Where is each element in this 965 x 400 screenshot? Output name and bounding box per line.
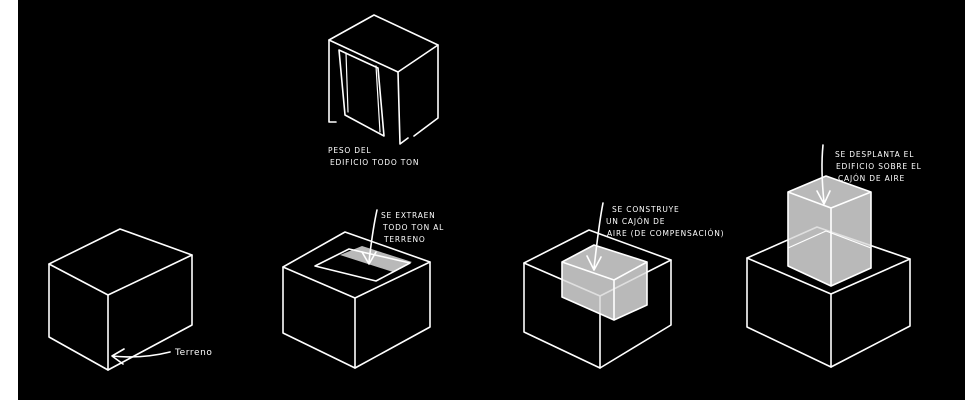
building-top-face [329, 15, 438, 72]
displacement-label-3: CAJÓN DE AIRE [838, 174, 905, 183]
excavation-block [283, 232, 430, 368]
final-block [747, 176, 910, 367]
caisson-block [524, 230, 671, 368]
building-weight-label-2: EDIFICIO TODO TON [330, 158, 419, 167]
building-left-face [329, 40, 336, 122]
building-weight-label-1: PESO DEL [328, 146, 371, 155]
building-right-face [398, 45, 438, 144]
caisson-box-fill [562, 245, 647, 320]
displacement-label-1: SE DESPLANTA EL [835, 150, 914, 159]
excavation-label-2: TODO TON AL [382, 223, 444, 232]
caisson-label-2: UN CAJÓN DE [606, 217, 665, 226]
final-arrow [817, 145, 830, 204]
ground-label: Terreno [174, 348, 213, 358]
building-sketch [329, 15, 438, 144]
excavation-label-3: TERRENO [383, 235, 426, 244]
ground-arrow [112, 349, 170, 364]
building-door-inner [346, 53, 348, 112]
ground-block-top-face [49, 229, 192, 295]
caisson-label-1: SE CONSTRUYE [612, 205, 680, 214]
displacement-label-2: EDIFICIO SOBRE EL [836, 162, 922, 171]
ground-block [49, 229, 192, 370]
caisson-label-3: AIRE (DE COMPENSACIÓN) [607, 229, 724, 238]
excavation-label-1: SE EXTRAEN [381, 211, 436, 220]
